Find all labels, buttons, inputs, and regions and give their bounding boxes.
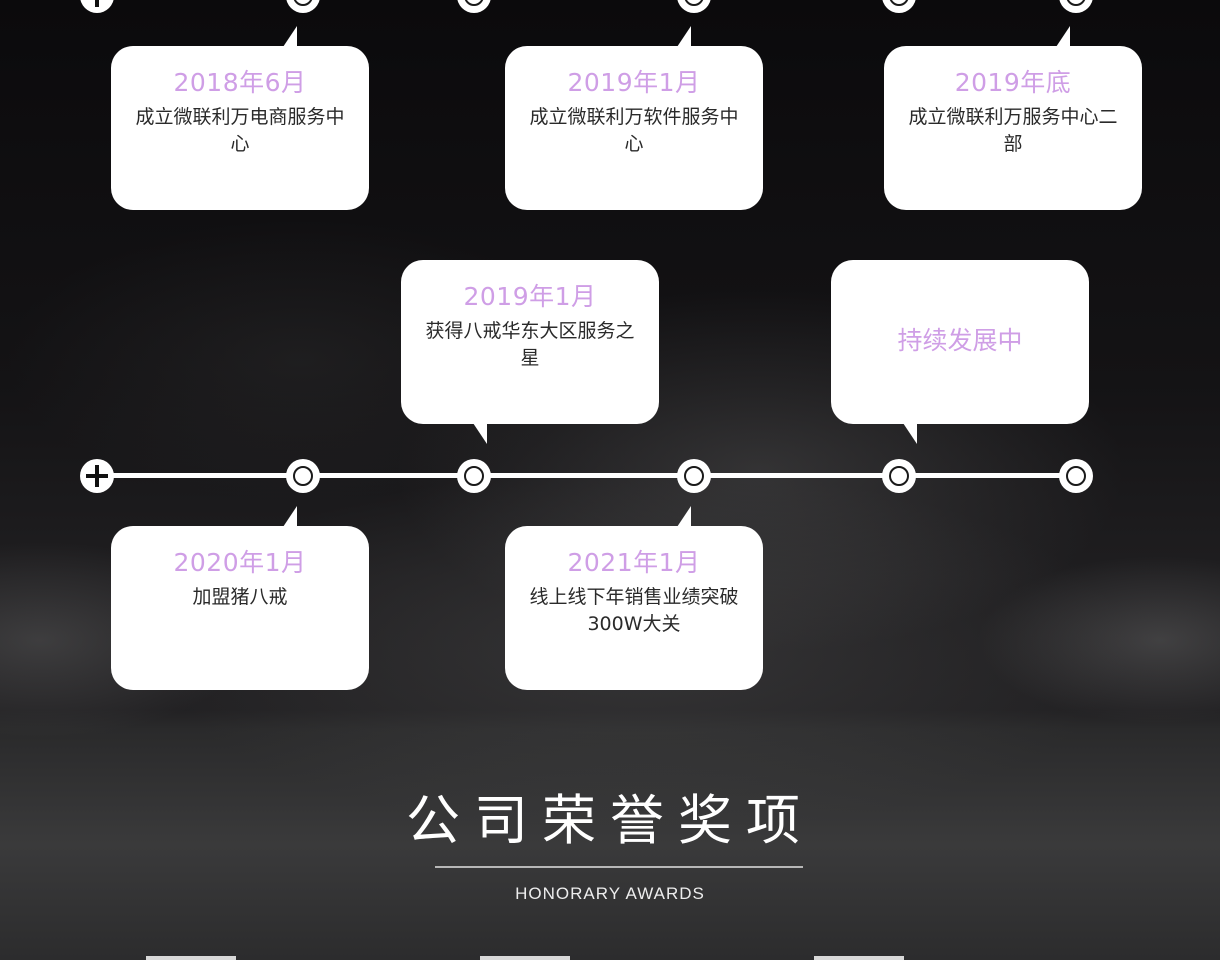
milestone-date: 2019年1月 [463,282,597,311]
milestone-date: 2021年1月 [567,548,701,577]
ring-node-icon [1059,0,1093,13]
milestone-card: 2020年1月 加盟猪八戒 [111,506,369,690]
ring-node-icon [882,0,916,13]
plus-circle-icon [80,459,114,493]
milestone-date: 2019年底 [954,68,1072,97]
title-underline [435,866,803,868]
ring-node-icon [677,459,711,493]
milestone-description: 成立微联利万软件服务中心 [529,106,739,155]
milestone-date: 2019年1月 [567,68,701,97]
card-pointer [283,506,297,527]
milestone-card: 2021年1月 线上线下年销售业绩突破300W大关 [505,506,763,690]
milestone-description: 获得八戒华东大区服务之星 [425,320,635,369]
card-pointer [677,506,691,527]
milestone-card: 2019年1月 获得八戒华东大区服务之星 [401,260,659,444]
milestone-ongoing-label: 持续发展中 [897,326,1023,355]
milestone-date: 2018年6月 [173,68,307,97]
timeline-line [96,473,1076,478]
milestone-description: 成立微联利万电商服务中心 [135,106,345,155]
award-card-edge [146,956,236,960]
milestone-date: 2020年1月 [173,548,307,577]
ring-node-icon [882,459,916,493]
ring-node-icon [1059,459,1093,493]
ring-node-icon [286,0,320,13]
milestone-card: 2019年1月 成立微联利万软件服务中心 [505,26,763,210]
award-card-edge [480,956,570,960]
milestone-description: 加盟猪八戒 [192,586,288,608]
ring-node-icon [457,0,491,13]
award-card-edge [814,956,904,960]
ring-node-icon [677,0,711,13]
card-pointer [677,26,691,47]
ring-node-icon [457,459,491,493]
background-band [0,726,1220,960]
section-title: 公司荣誉奖项 [406,789,814,852]
card-pointer [283,26,297,47]
card-pointer [473,423,487,444]
ring-node-icon [286,459,320,493]
company-timeline: 2018年6月 成立微联利万电商服务中心 2019年1月 成立微联利万软件服务中… [0,0,1220,726]
milestone-card: 2018年6月 成立微联利万电商服务中心 [111,26,369,210]
plus-circle-icon [80,0,114,13]
milestone-description: 线上线下年销售业绩突破300W大关 [529,586,739,635]
card-pointer [903,423,917,444]
milestone-card: 持续发展中 [831,260,1089,444]
milestone-card: 2019年底 成立微联利万服务中心二部 [884,26,1142,210]
milestone-description: 成立微联利万服务中心二部 [908,106,1118,155]
card-pointer [1056,26,1070,47]
section-subtitle: HONORARY AWARDS [515,884,705,903]
